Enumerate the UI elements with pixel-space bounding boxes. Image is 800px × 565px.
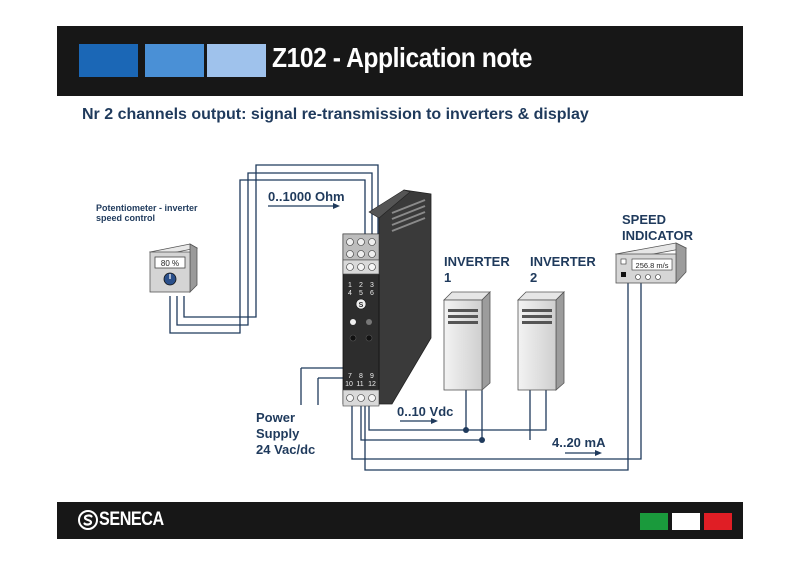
speed-indicator-label-2: INDICATOR bbox=[622, 228, 694, 243]
header-square-light-blue bbox=[207, 44, 266, 77]
speed-indicator-display-value: 256.8 m/s bbox=[636, 261, 669, 270]
terminal-number: 10 bbox=[345, 381, 353, 388]
terminal-number: 12 bbox=[368, 381, 376, 388]
speed-indicator-display bbox=[631, 258, 673, 271]
led-icon bbox=[366, 319, 372, 325]
power-supply-label-2: Supply bbox=[256, 426, 300, 441]
terminal-number: 9 bbox=[370, 373, 374, 380]
speed-indicator: 256.8 m/s bbox=[614, 242, 688, 285]
inverter-2-label-1: INVERTER bbox=[530, 254, 596, 269]
terminal-number: 5 bbox=[359, 290, 363, 297]
terminal-number: 11 bbox=[356, 381, 363, 388]
svg-text:S: S bbox=[359, 302, 364, 309]
terminal-number: 8 bbox=[359, 373, 363, 380]
inverter-1-label-2: 1 bbox=[444, 270, 451, 285]
header-square-mid-blue bbox=[145, 44, 204, 77]
seneca-mark-icon bbox=[355, 298, 367, 310]
page-title: Z102 - Application note bbox=[272, 42, 533, 73]
current-arrow bbox=[565, 450, 602, 456]
potentiometer-label-1: Potentiometer - inverter bbox=[96, 203, 198, 213]
voltage-arrow bbox=[400, 418, 438, 424]
flag-red-stripe bbox=[704, 513, 732, 530]
current-signal-label: 4..20 mA bbox=[552, 435, 606, 450]
terminal-number: 1 bbox=[348, 282, 352, 289]
terminal-number: 6 bbox=[370, 290, 374, 297]
page-subtitle: Nr 2 channels output: signal re-transmis… bbox=[82, 106, 589, 123]
z102-module: 1 2 3 4 5 6 S 7 8 9 10 11 12 bbox=[342, 189, 432, 407]
potentiometer-label-2: speed control bbox=[96, 213, 155, 223]
led-icon bbox=[350, 319, 356, 325]
terminal-number: 4 bbox=[348, 290, 352, 297]
voltage-signal-label: 0..10 Vdc bbox=[397, 404, 453, 419]
brand-name: SENECA bbox=[99, 509, 164, 530]
header-square-dark-blue bbox=[79, 44, 138, 77]
junction-dot-2 bbox=[479, 437, 485, 443]
input-arrow bbox=[268, 203, 340, 209]
potentiometer-display bbox=[154, 256, 186, 269]
input-wires bbox=[169, 164, 379, 334]
seneca-logo-icon bbox=[78, 510, 98, 530]
flag-green-stripe bbox=[640, 513, 668, 530]
potentiometer: 80 % bbox=[148, 243, 199, 293]
inverter-1 bbox=[443, 291, 491, 391]
flag-white-stripe bbox=[672, 513, 700, 530]
power-supply-label-3: 24 Vac/dc bbox=[256, 442, 315, 457]
output-wires bbox=[300, 283, 642, 471]
terminal-number: 2 bbox=[359, 282, 363, 289]
terminal-number: 3 bbox=[370, 282, 374, 289]
inverter-1-label-1: INVERTER bbox=[444, 254, 510, 269]
input-signal-label: 0..1000 Ohm bbox=[268, 189, 345, 204]
terminal-number: 7 bbox=[348, 373, 352, 380]
power-supply-label-1: Power bbox=[256, 410, 295, 425]
inverter-2-label-2: 2 bbox=[530, 270, 537, 285]
potentiometer-display-value: 80 % bbox=[161, 259, 179, 268]
speed-indicator-label-1: SPEED bbox=[622, 212, 666, 227]
footer-band bbox=[57, 502, 743, 539]
inverter-2 bbox=[517, 291, 565, 391]
junction-dot-1 bbox=[463, 427, 469, 433]
